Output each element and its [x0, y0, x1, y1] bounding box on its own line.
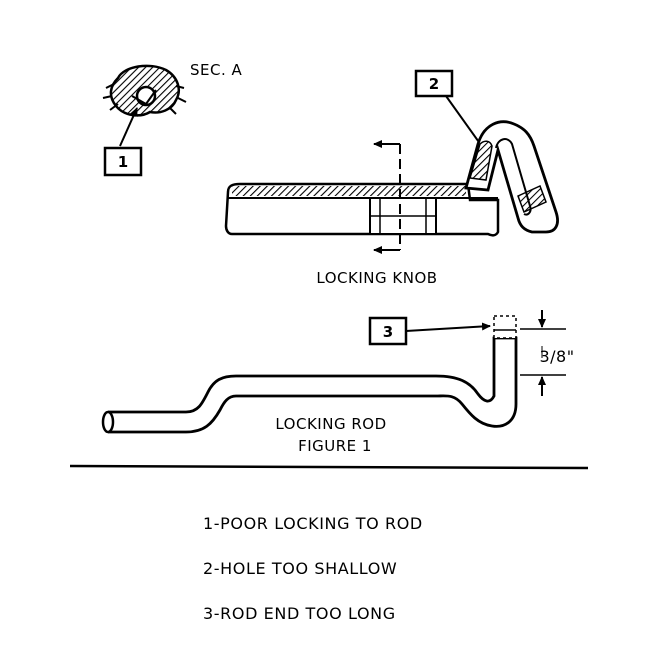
callout-2-box — [414, 69, 454, 98]
section-a-detail — [102, 64, 187, 117]
locking-rod — [101, 315, 518, 434]
legend-item-3: 3-ROD END TOO LONG — [203, 604, 396, 623]
divider-line — [69, 464, 589, 470]
dimension-label: 3/8" — [539, 347, 574, 366]
callout-1-number: 1 — [118, 153, 128, 171]
callout-2-number: 2 — [429, 75, 439, 93]
callout-3-number: 3 — [383, 323, 393, 341]
legend-item-1: 1-POOR LOCKING TO ROD — [203, 514, 423, 533]
locking-knob — [224, 120, 559, 237]
dimension-marker — [520, 310, 566, 396]
section-a-label: SEC. A — [190, 61, 243, 79]
figure-label: FIGURE 1 — [298, 437, 372, 455]
legend-item-2: 2-HOLE TOO SHALLOW — [203, 559, 397, 578]
callout-1-box — [103, 146, 143, 177]
callout-3-leader — [405, 322, 491, 332]
locking-rod-label: LOCKING ROD — [275, 415, 386, 433]
section-cut-line — [373, 140, 401, 254]
callout-3-box — [368, 316, 408, 346]
locking-knob-label: LOCKING KNOB — [316, 269, 437, 287]
callout-1-leader — [119, 107, 138, 147]
